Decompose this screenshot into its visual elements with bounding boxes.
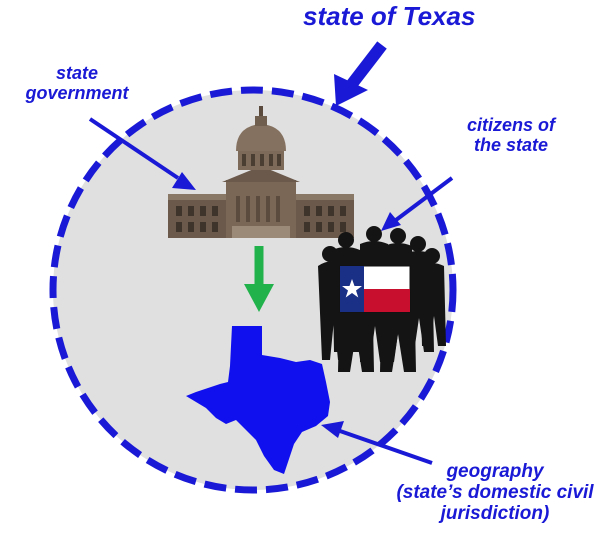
geography-arrow: [321, 421, 433, 465]
geography-label: geography (state’s domestic civil jurisd…: [396, 461, 594, 524]
government-label: state government: [25, 63, 129, 103]
government-arrow: [88, 117, 196, 190]
title-arrow: [334, 41, 387, 106]
citizens-arrow: [381, 176, 454, 231]
silhouette-group-with-texas-flag-icon: [318, 226, 446, 372]
texas-map-shape-icon: [186, 326, 330, 474]
down-arrow: [244, 246, 274, 312]
title-label: state of Texas: [303, 1, 476, 31]
citizens-label: citizens of the state: [466, 115, 555, 155]
capitol-building-icon: [168, 106, 354, 238]
